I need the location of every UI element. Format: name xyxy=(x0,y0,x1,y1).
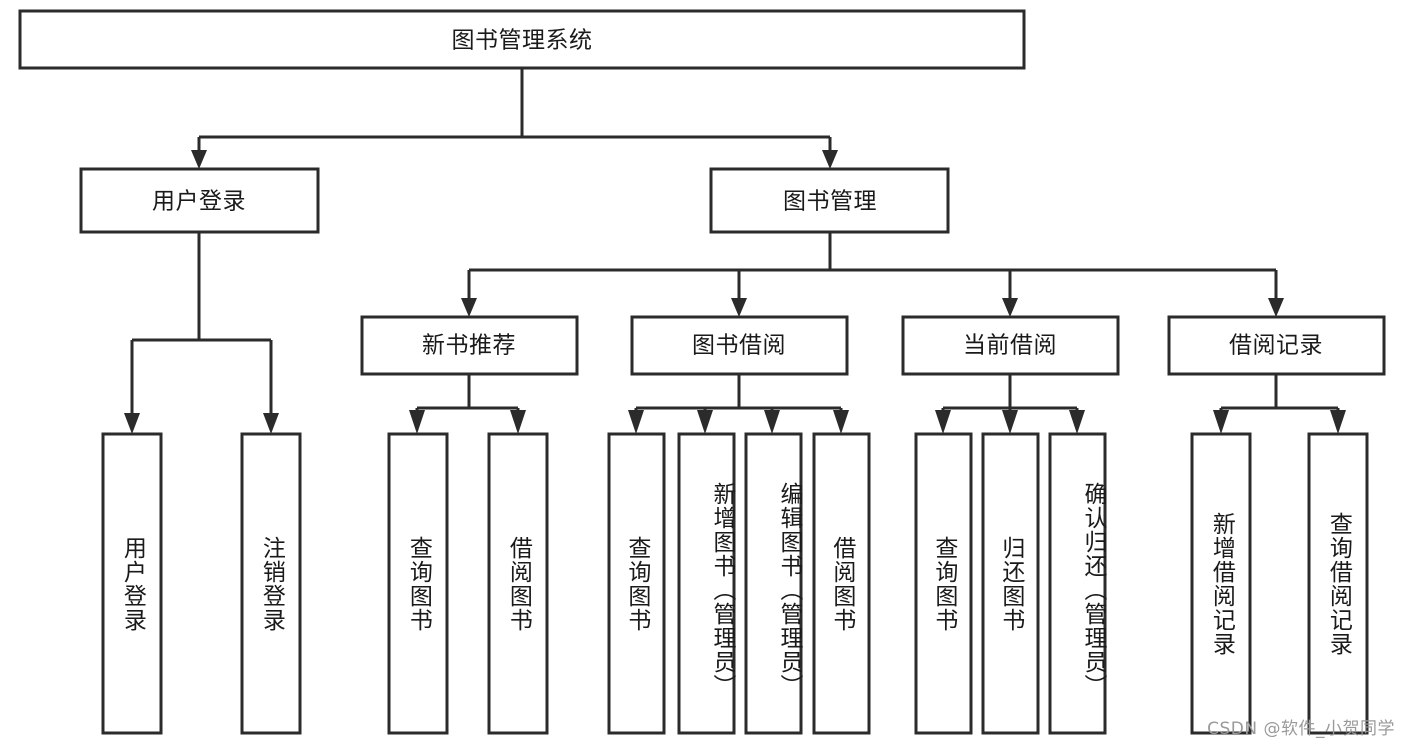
node-book-management[interactable]: 图书管理 xyxy=(709,167,950,234)
node-leaf-add-book-box[interactable] xyxy=(677,432,736,735)
connector-group-book-management xyxy=(461,232,1284,317)
csdn-watermark: CSDN @软件_小贺同学 xyxy=(1207,719,1395,739)
arrow-head-book-management xyxy=(822,150,838,169)
arrow-head-leaf-query-record xyxy=(1330,410,1346,434)
node-book-borrow[interactable]: 图书借阅 xyxy=(630,315,849,376)
node-new-book-recommend[interactable]: 新书推荐 xyxy=(360,315,579,376)
arrow-head-leaf-return-book xyxy=(1002,410,1018,434)
arrow-head-leaf-query-book-1 xyxy=(409,410,425,434)
arrow-head-leaf-query-book-2 xyxy=(628,410,644,434)
arrow-head-borrow-records xyxy=(1268,298,1284,317)
connector-group-new-book-recommend xyxy=(409,374,526,434)
node-user-login-box[interactable] xyxy=(79,167,320,234)
node-leaf-query-book-1-box[interactable] xyxy=(387,432,449,735)
node-user-login-label: 用户登录 xyxy=(152,189,246,215)
arrow-head-leaf-query-book-3 xyxy=(935,410,951,434)
node-current-borrow-label: 当前借阅 xyxy=(963,333,1057,359)
node-new-book-recommend-label: 新书推荐 xyxy=(422,333,516,359)
connector-group-user-login xyxy=(124,232,279,434)
node-leaf-query-book-2-box[interactable] xyxy=(607,432,666,735)
arrow-head-new-book-recommend xyxy=(461,298,477,317)
arrow-head-leaf-borrow-book-1 xyxy=(510,410,526,434)
node-leaf-edit-book-box[interactable] xyxy=(744,432,803,735)
arrow-head-leaf-confirm-return xyxy=(1069,410,1085,434)
node-user-login[interactable]: 用户登录 xyxy=(79,167,320,234)
node-leaf-add-record-box[interactable] xyxy=(1190,432,1252,735)
connector-group-root xyxy=(191,68,838,169)
node-leaf-query-book-3-box[interactable] xyxy=(914,432,973,735)
node-root-label: 图书管理系统 xyxy=(452,28,593,54)
node-leaf-borrow-book-2-box[interactable] xyxy=(812,432,871,735)
arrow-head-leaf-edit-book xyxy=(764,410,780,434)
node-borrow-records[interactable]: 借阅记录 xyxy=(1167,315,1386,376)
node-borrow-records-label: 借阅记录 xyxy=(1229,333,1323,359)
node-current-borrow-box[interactable] xyxy=(901,315,1120,376)
arrow-head-current-borrow xyxy=(1002,298,1018,317)
node-book-management-label: 图书管理 xyxy=(783,189,877,215)
arrow-head-user-login xyxy=(191,150,207,169)
node-book-borrow-box[interactable] xyxy=(630,315,849,376)
arrow-head-book-borrow xyxy=(731,298,747,317)
arrow-head-leaf-borrow-book-2 xyxy=(833,410,849,434)
connector-group-borrow-records xyxy=(1213,374,1346,434)
node-leaf-user-login-box[interactable] xyxy=(101,432,163,735)
node-root-box[interactable] xyxy=(18,9,1026,70)
node-leaf-borrow-book-1-box[interactable] xyxy=(487,432,549,735)
arrow-head-leaf-add-record xyxy=(1213,410,1229,434)
node-book-borrow-label: 图书借阅 xyxy=(692,333,786,359)
node-leaf-return-book-box[interactable] xyxy=(981,432,1040,735)
node-borrow-records-box[interactable] xyxy=(1167,315,1386,376)
node-leaf-logout-login-box[interactable] xyxy=(240,432,302,735)
connector-group-current-borrow xyxy=(935,374,1085,434)
node-current-borrow[interactable]: 当前借阅 xyxy=(901,315,1120,376)
arrow-head-leaf-add-book xyxy=(697,410,713,434)
arrow-head-leaf-user-login xyxy=(124,413,140,434)
node-leaf-confirm-return-box[interactable] xyxy=(1048,432,1107,735)
node-leaf-query-record-box[interactable] xyxy=(1307,432,1369,735)
node-new-book-recommend-box[interactable] xyxy=(360,315,579,376)
connector-group-book-borrow xyxy=(628,374,849,434)
node-book-management-box[interactable] xyxy=(709,167,950,234)
arrow-head-leaf-logout-login xyxy=(263,413,279,434)
node-root[interactable]: 图书管理系统 xyxy=(18,9,1026,70)
